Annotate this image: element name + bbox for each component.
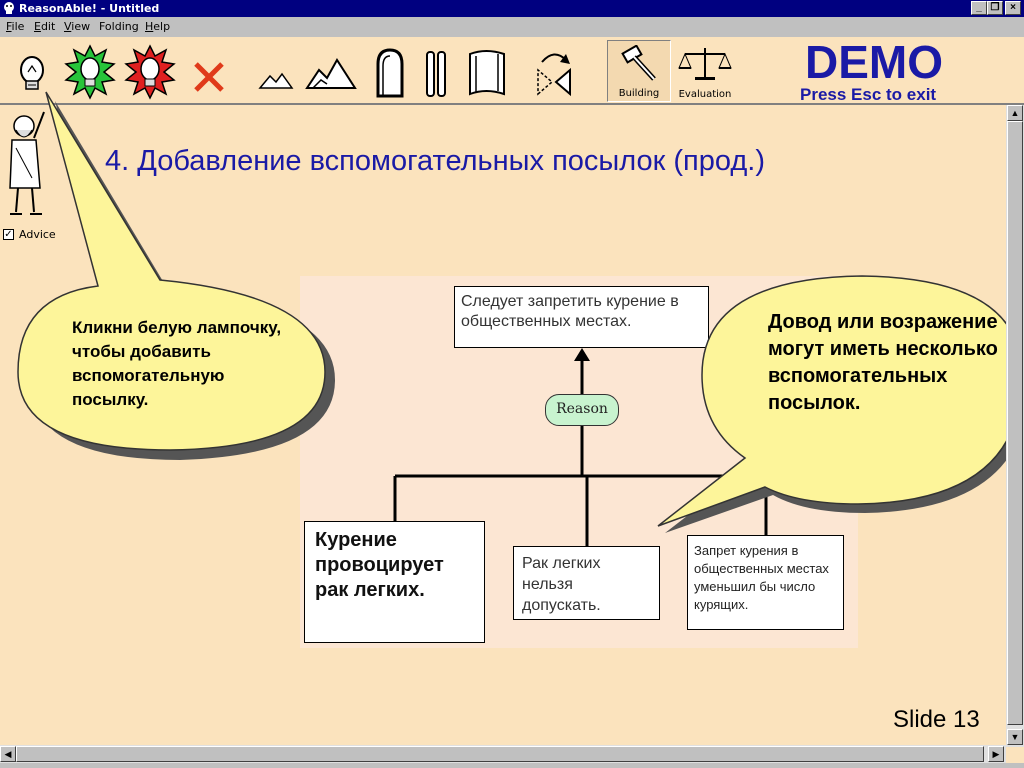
menu-edit[interactable]: Edit bbox=[34, 20, 56, 33]
scales-icon bbox=[678, 48, 732, 80]
window-bottom-edge bbox=[0, 763, 1024, 768]
advice-label: Advice bbox=[19, 228, 56, 241]
evaluation-mode-button[interactable]: Evaluation bbox=[673, 40, 737, 102]
menu-bar: File Edit View Folding Help bbox=[0, 17, 1024, 37]
large-mountain-button[interactable] bbox=[305, 44, 357, 100]
left-bubble-text: Кликни белую лампочку, чтобы добавить вс… bbox=[72, 318, 282, 409]
horizontal-scroll-thumb[interactable] bbox=[16, 746, 984, 762]
menu-help[interactable]: Help bbox=[145, 20, 171, 33]
restore-button[interactable]: ❐ bbox=[987, 1, 1003, 15]
large-mountain-icon bbox=[305, 58, 357, 89]
premise-box-1[interactable]: Курение провоцирует рак легких. bbox=[304, 521, 485, 643]
hammer-icon bbox=[621, 45, 656, 81]
reason-node[interactable]: Reason bbox=[545, 394, 619, 426]
pillars-icon bbox=[426, 51, 446, 97]
green-bulb-button[interactable] bbox=[64, 44, 116, 100]
small-mountain-button[interactable] bbox=[250, 44, 302, 100]
building-mode-label: Building bbox=[618, 88, 660, 99]
red-bulb-button[interactable] bbox=[124, 44, 176, 100]
delete-button[interactable] bbox=[182, 44, 234, 100]
tombstone-icon bbox=[376, 48, 404, 98]
white-bulb-button[interactable] bbox=[6, 44, 58, 100]
title-bar: ReasonAble! - Untitled _ ❐ × bbox=[0, 0, 1024, 17]
red-bulb-icon bbox=[124, 44, 176, 100]
vertical-scroll-thumb[interactable] bbox=[1007, 121, 1023, 725]
scroll-right-button[interactable]: ▶ bbox=[988, 746, 1004, 762]
close-button[interactable]: × bbox=[1005, 1, 1021, 15]
window-title: ReasonAble! - Untitled bbox=[19, 2, 160, 15]
rotate-button[interactable] bbox=[528, 44, 580, 100]
rotate-arrow-icon bbox=[537, 53, 571, 97]
slide-title: 4. Добавление вспомогательных посылок (п… bbox=[105, 145, 765, 177]
tombstone-button[interactable] bbox=[364, 44, 416, 100]
right-bubble-text: Довод или возражение могут иметь несколь… bbox=[768, 311, 998, 414]
advice-checkbox[interactable]: ✓ bbox=[3, 229, 14, 240]
menu-file[interactable]: File bbox=[6, 20, 25, 33]
menu-folding[interactable]: Folding bbox=[99, 20, 139, 33]
evaluation-mode-label: Evaluation bbox=[678, 89, 732, 100]
demo-subtitle: Press Esc to exit bbox=[800, 85, 937, 104]
white-bulb-icon bbox=[20, 56, 44, 90]
green-bulb-icon bbox=[64, 44, 116, 100]
app-icon bbox=[4, 2, 14, 14]
premise-box-2[interactable]: Рак легких нельзя допускать. bbox=[513, 546, 660, 620]
scroll-icon bbox=[469, 50, 505, 96]
horizontal-scrollbar[interactable]: ◀ ▶ bbox=[0, 745, 1006, 763]
scroll-up-button[interactable]: ▲ bbox=[1007, 105, 1023, 121]
scroll-left-button[interactable]: ◀ bbox=[0, 746, 16, 762]
demo-title: DEMO bbox=[805, 36, 943, 88]
scroll-button[interactable] bbox=[460, 44, 512, 100]
slide-number: Slide 13 bbox=[893, 706, 980, 733]
small-mountain-icon bbox=[258, 72, 294, 89]
building-mode-button[interactable]: Building bbox=[607, 40, 671, 102]
premise-box-3[interactable]: Запрет курения в общественных местах уме… bbox=[687, 535, 844, 630]
vertical-scrollbar[interactable]: ▲ ▼ bbox=[1006, 105, 1024, 747]
menu-view[interactable]: View bbox=[64, 20, 91, 33]
minimize-button[interactable]: _ bbox=[971, 1, 987, 15]
pillars-button[interactable] bbox=[410, 44, 462, 100]
advisor-philosopher-icon bbox=[9, 111, 45, 215]
claim-box[interactable]: Следует запретить курение в общественных… bbox=[454, 286, 709, 348]
scroll-down-button[interactable]: ▼ bbox=[1007, 729, 1023, 745]
red-x-icon bbox=[194, 62, 224, 92]
